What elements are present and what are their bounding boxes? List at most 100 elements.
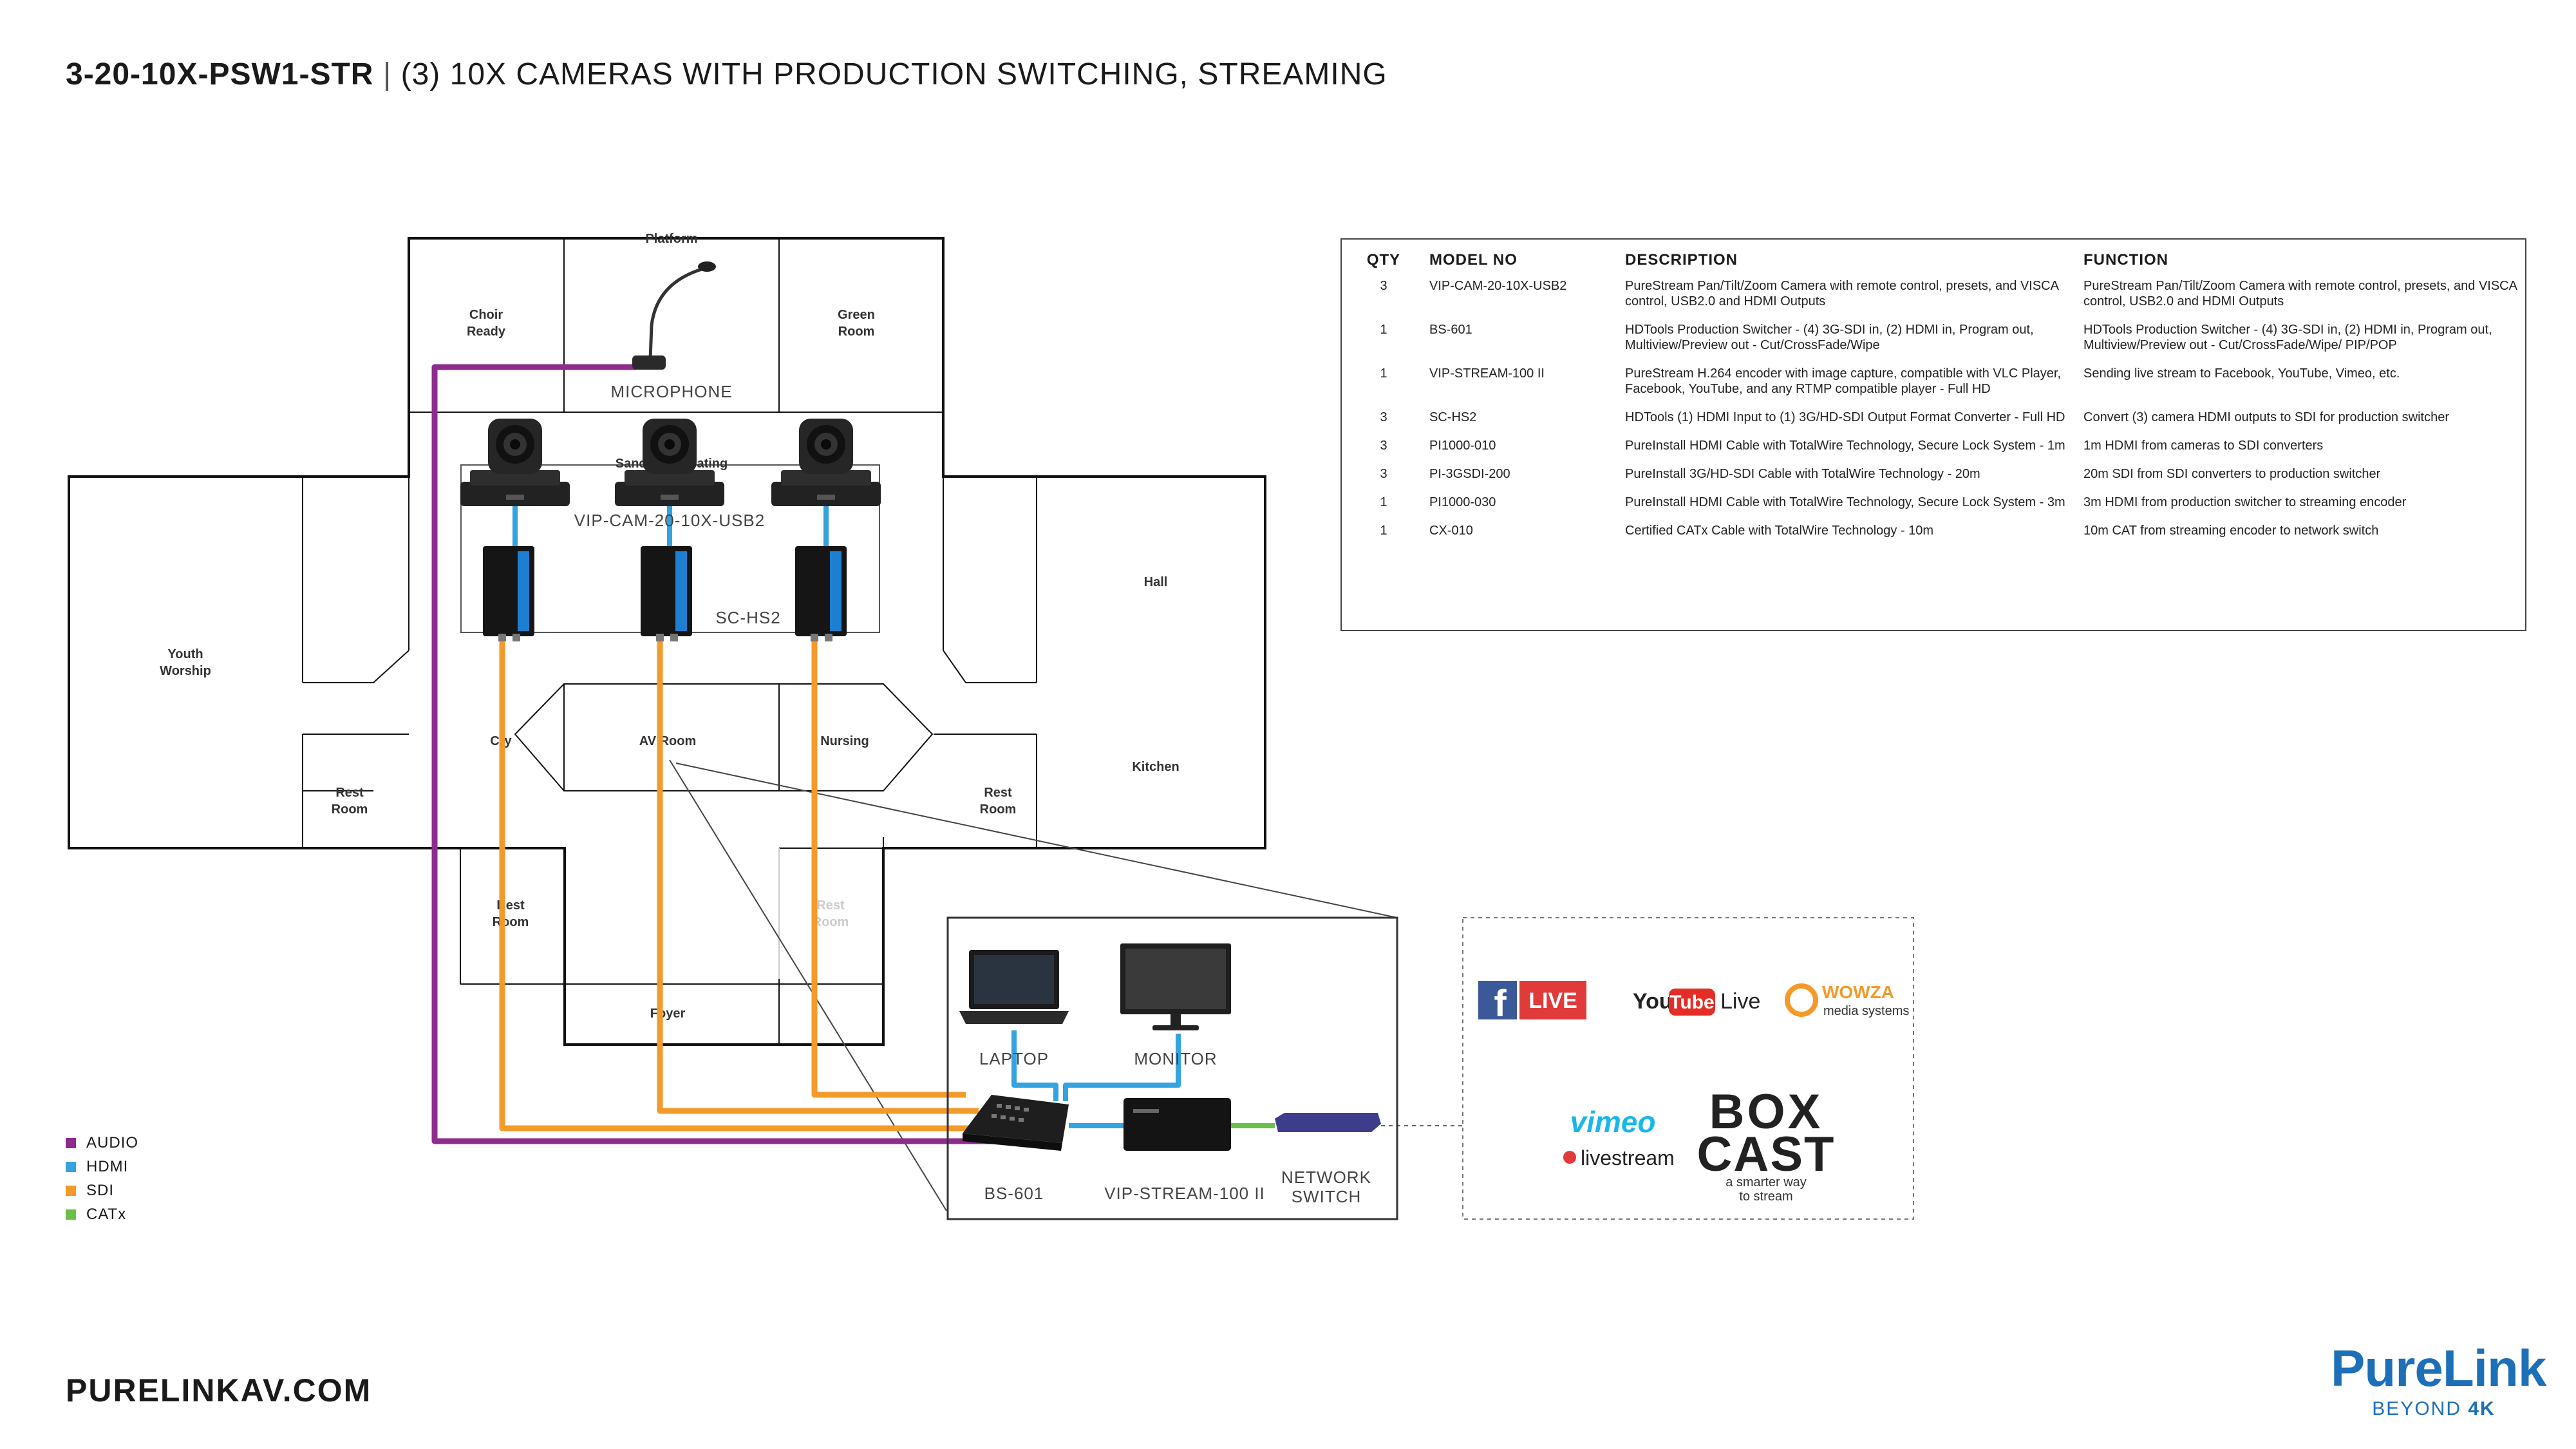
- row-qty: 1: [1380, 524, 1387, 538]
- wowza-logo: WOWZA media systems: [1785, 982, 1909, 1018]
- room-green-1: Green: [838, 308, 875, 322]
- header-function: FUNCTION: [2083, 251, 2168, 269]
- svg-text:BOX: BOX: [1709, 1084, 1823, 1139]
- legend-item-audio: AUDIO: [66, 1131, 138, 1155]
- legend-label: AUDIO: [86, 1133, 139, 1151]
- row-model: VIP-STREAM-100 II: [1429, 366, 1545, 381]
- boxcast-logo: BOX CAST a smarter way to stream: [1697, 1084, 1836, 1204]
- monitor: MONITOR: [1120, 943, 1231, 1068]
- row-model: PI-3GSDI-200: [1429, 467, 1510, 481]
- row-function: 10m CAT from streaming encoder to networ…: [2083, 524, 2379, 538]
- sdi-cable-2: [657, 641, 979, 1114]
- table-row: 1 BS-601 HDTools Production Switcher - (…: [1342, 319, 2525, 363]
- switch-label-1: NETWORK: [1281, 1168, 1371, 1187]
- converter-3: [795, 546, 847, 641]
- table-row: 1 CX-010 Certified CATx Cable with Total…: [1342, 520, 2525, 549]
- row-description: HDTools (1) HDMI Input to (1) 3G/HD-SDI …: [1625, 410, 2065, 424]
- hdmi-cable-monitor: [1063, 1034, 1181, 1101]
- switch-label-2: SWITCH: [1292, 1187, 1362, 1206]
- vimeo-logo: vimeo: [1570, 1105, 1656, 1139]
- room-green-2: Room: [838, 325, 875, 339]
- converter-1: [483, 546, 534, 641]
- logo-tagline: BEYOND 4K: [2372, 1398, 2496, 1419]
- zoom-lines: [669, 759, 1398, 1211]
- room-foyer: Foyer: [650, 1007, 686, 1021]
- room-rest-c-2: Room: [493, 915, 529, 929]
- room-rest-d-2: Room: [813, 915, 849, 929]
- svg-text:f: f: [1494, 983, 1507, 1025]
- table-row: 3 PI-3GSDI-200 PureInstall 3G/HD-SDI Cab…: [1342, 464, 2525, 492]
- legend-swatch: [66, 1185, 76, 1196]
- table-header-row: QTY MODEL NO DESCRIPTION FUNCTION: [1342, 246, 2525, 276]
- row-model: SC-HS2: [1429, 410, 1477, 424]
- microphone-label: MICROPHONE: [610, 382, 732, 401]
- model-number: 3-20-10X-PSW1-STR: [66, 57, 374, 91]
- svg-text:Live: Live: [1720, 989, 1760, 1014]
- row-description: PureInstall HDMI Cable with TotalWire Te…: [1625, 439, 2065, 453]
- legend-label: CATx: [86, 1205, 127, 1223]
- row-qty: 3: [1380, 467, 1387, 481]
- converter-2: [641, 546, 692, 641]
- switcher-label: BS-601: [984, 1184, 1044, 1203]
- row-model: PI1000-010: [1429, 439, 1496, 453]
- audio-cable: [431, 364, 997, 1144]
- row-qty: 3: [1380, 410, 1387, 424]
- floor-plan: [68, 237, 1266, 1046]
- room-kitchen: Kitchen: [1132, 760, 1179, 774]
- row-function: HDTools Production Switcher - (4) 3G-SDI…: [2083, 323, 2492, 352]
- equipment-box: [946, 916, 1398, 1220]
- header-qty: QTY: [1366, 251, 1401, 269]
- facebook-live-logo: f LIVE: [1478, 981, 1586, 1025]
- room-hall: Hall: [1144, 575, 1168, 589]
- room-rest-d-1: Rest: [816, 898, 845, 913]
- room-rest-a-2: Room: [332, 802, 368, 817]
- legend-label: HDMI: [86, 1157, 129, 1175]
- sdi-cable-1: [499, 641, 992, 1132]
- legend-swatch: [66, 1161, 76, 1172]
- converter-label: SC-HS2: [715, 608, 780, 627]
- svg-text:You: You: [1633, 989, 1673, 1014]
- svg-text:WOWZA: WOWZA: [1822, 982, 1894, 1002]
- microphone: MICROPHONE: [610, 261, 732, 401]
- row-model: PI1000-030: [1429, 495, 1496, 509]
- table-row: 3 PI1000-010 PureInstall HDMI Cable with…: [1342, 435, 2525, 464]
- room-platform: Platform: [645, 232, 697, 246]
- row-function: PureStream Pan/Tilt/Zoom Camera with rem…: [2083, 279, 2517, 308]
- room-youth-1: Youth: [167, 647, 203, 661]
- network-switch: NETWORK SWITCH: [1275, 1113, 1381, 1206]
- row-description: HDTools Production Switcher - (4) 3G-SDI…: [1625, 323, 2034, 352]
- legend-item-hdmi: HDMI: [66, 1155, 138, 1179]
- svg-text:to stream: to stream: [1739, 1189, 1792, 1204]
- equipment-table: QTY MODEL NO DESCRIPTION FUNCTION 3 VIP-…: [1340, 238, 2526, 631]
- legend-swatch: [66, 1137, 76, 1148]
- room-nursing: Nursing: [820, 734, 869, 748]
- laptop-label: LAPTOP: [979, 1049, 1049, 1068]
- legend-label: SDI: [86, 1181, 115, 1199]
- row-qty: 3: [1380, 279, 1387, 293]
- room-youth-2: Worship: [160, 664, 211, 678]
- website-url: PURELINKAV.COM: [66, 1372, 372, 1408]
- floor-plan-interior: [302, 238, 1037, 1045]
- streaming-encoder: VIP-STREAM-100 II: [1104, 1098, 1264, 1203]
- room-choir-2: Ready: [467, 325, 506, 339]
- row-function: Sending live stream to Facebook, YouTube…: [2083, 366, 2400, 381]
- cables: [431, 364, 1463, 1144]
- camera-label: VIP-CAM-20-10X-USB2: [574, 511, 765, 530]
- table-row: 3 VIP-CAM-20-10X-USB2 PureStream Pan/Til…: [1342, 276, 2525, 319]
- livestream-logo: livestream: [1563, 1146, 1675, 1170]
- svg-text:vimeo: vimeo: [1570, 1105, 1656, 1139]
- room-rest-a-1: Rest: [335, 786, 364, 800]
- svg-text:CAST: CAST: [1697, 1127, 1836, 1182]
- streaming-platforms-box: [1462, 917, 1914, 1220]
- row-model: BS-601: [1429, 323, 1472, 337]
- table-row: 1 VIP-STREAM-100 II PureStream H.264 enc…: [1342, 363, 2525, 407]
- row-function: 3m HDMI from production switcher to stre…: [2083, 495, 2407, 509]
- header-model: MODEL NO: [1429, 251, 1518, 269]
- header-description: DESCRIPTION: [1625, 251, 1738, 269]
- svg-text:Tube: Tube: [1669, 992, 1714, 1013]
- monitor-label: MONITOR: [1134, 1049, 1217, 1068]
- table-row: 3 SC-HS2 HDTools (1) HDMI Input to (1) 3…: [1342, 407, 2525, 435]
- svg-text:a smarter way: a smarter way: [1725, 1175, 1807, 1189]
- cable-legend: AUDIO HDMI SDI CATx: [66, 1131, 138, 1226]
